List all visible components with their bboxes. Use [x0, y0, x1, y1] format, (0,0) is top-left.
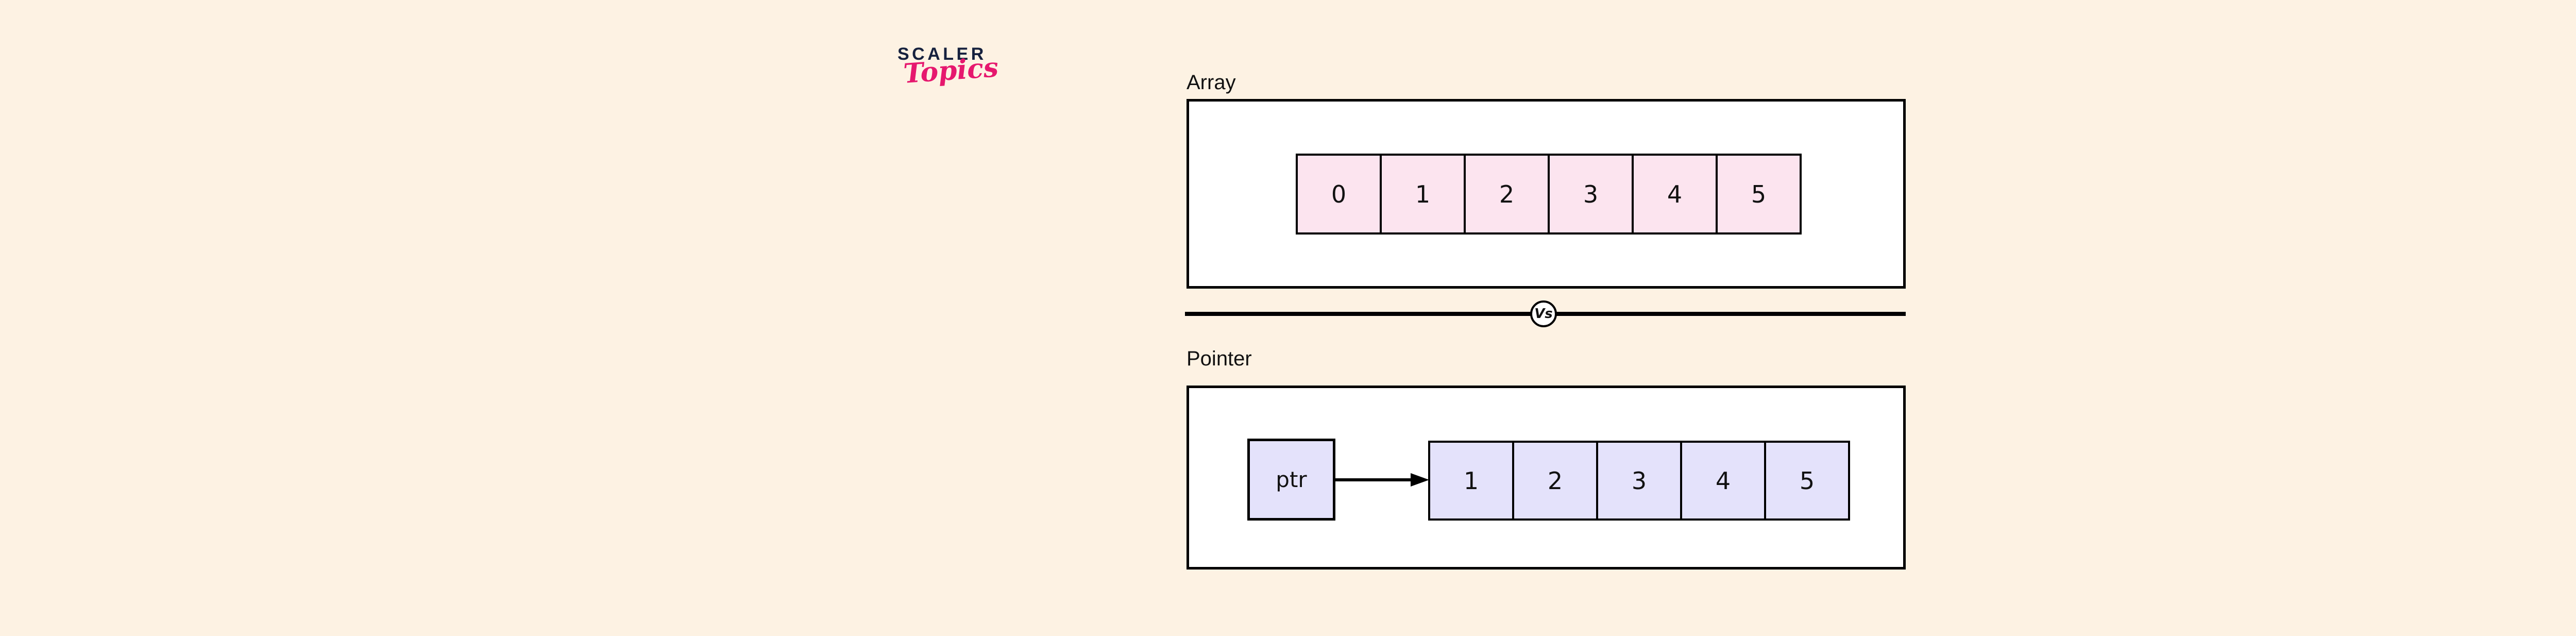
- pointer-cell: 5: [1764, 441, 1850, 521]
- logo-script-topics: Topics: [902, 52, 999, 90]
- array-cell: 3: [1548, 154, 1634, 235]
- ptr-variable-box: ptr: [1247, 439, 1335, 521]
- section-label-array: Array: [1187, 71, 1236, 94]
- pointer-cell-row: 1 2 3 4 5: [1428, 441, 1850, 521]
- array-cell: 0: [1296, 154, 1382, 235]
- vs-badge: Vs: [1530, 300, 1557, 327]
- pointer-cell: 4: [1680, 441, 1766, 521]
- array-cell: 4: [1632, 154, 1718, 235]
- array-cell: 1: [1380, 154, 1466, 235]
- pointer-arrow-icon: [1335, 473, 1429, 487]
- array-cell: 2: [1464, 154, 1550, 235]
- pointer-cell: 2: [1512, 441, 1598, 521]
- pointer-cell: 1: [1428, 441, 1514, 521]
- scaler-topics-logo: SCALER Topics: [897, 45, 1052, 133]
- logo-wordmark: SCALER: [897, 44, 987, 64]
- array-cell: 5: [1716, 154, 1802, 235]
- pointer-cell: 3: [1596, 441, 1682, 521]
- section-label-pointer: Pointer: [1187, 347, 1252, 370]
- array-cell-row: 0 1 2 3 4 5: [1296, 154, 1802, 235]
